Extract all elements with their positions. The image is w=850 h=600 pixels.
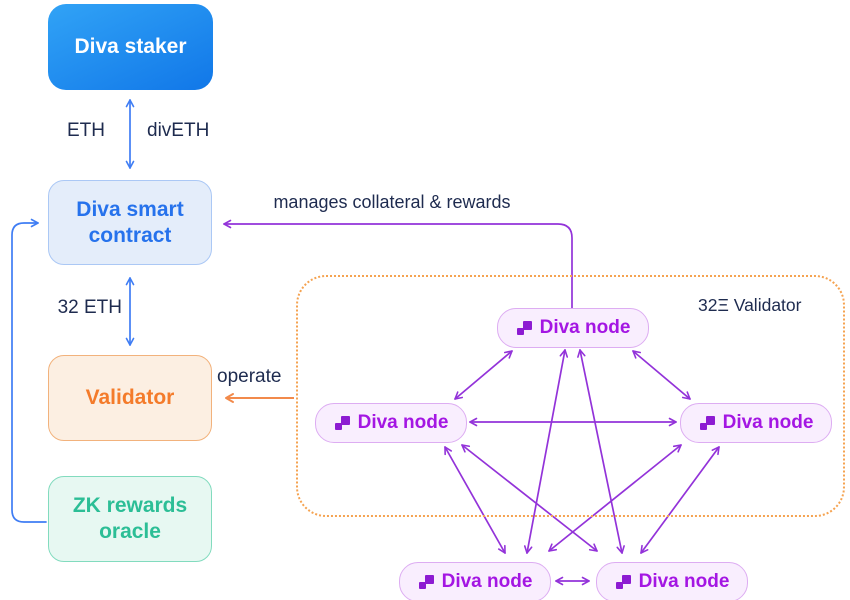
diva-node-pill-bottom-left: Diva node [399, 562, 551, 600]
operate-label: operate [217, 366, 282, 387]
eth-label: ETH [67, 120, 105, 141]
diva-node-pill-top: Diva node [497, 308, 649, 348]
validator-cluster-outline [296, 275, 845, 517]
zk-rewards-oracle-box: ZK rewards oracle [48, 476, 212, 562]
validator-box: Validator [48, 355, 212, 441]
diveth-label: divETH [147, 120, 210, 141]
cluster-title: 32Ξ Validator [698, 295, 802, 315]
smart-contract-label-line2: contract [88, 223, 172, 247]
manages-collateral-label: manages collateral & rewards [273, 192, 511, 212]
diva-node-label: Diva node [357, 412, 449, 433]
arrow-oracle-to-contract [11, 218, 47, 523]
smart-contract-label-line1: Diva smart [76, 197, 184, 221]
diva-node-pill-left: Diva node [315, 403, 467, 443]
diva-node-icon [334, 416, 350, 430]
diva-node-icon [418, 575, 434, 589]
diva-node-icon [615, 575, 631, 589]
diva-staker-label: Diva staker [74, 35, 187, 59]
diva-node-label: Diva node [441, 571, 533, 592]
diva-staker-box: Diva staker [48, 4, 213, 90]
diva-node-icon [699, 416, 715, 430]
diva-node-label: Diva node [722, 412, 814, 433]
diva-smart-contract-box: Diva smart contract [48, 180, 212, 265]
diva-node-label: Diva node [539, 317, 631, 338]
diva-node-pill-bottom-right: Diva node [596, 562, 748, 600]
diva-node-icon [516, 321, 532, 335]
diva-node-pill-right: Diva node [680, 403, 832, 443]
diva-node-label: Diva node [638, 571, 730, 592]
validator-label: Validator [85, 386, 175, 410]
32eth-label: 32 ETH [57, 297, 122, 318]
oracle-label-line1: ZK rewards [72, 494, 188, 518]
oracle-label-line2: oracle [99, 520, 161, 543]
